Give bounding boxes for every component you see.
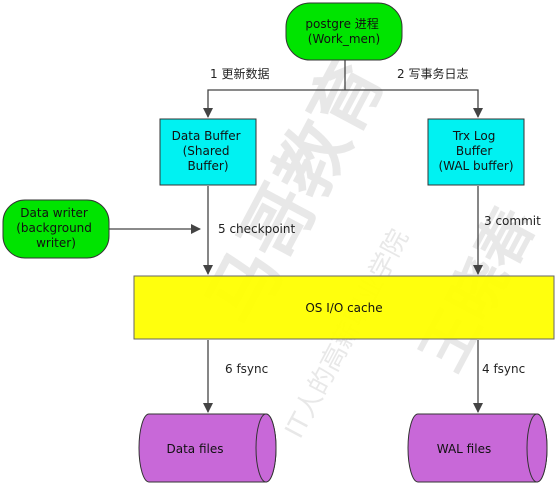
node-postgre-process-label: postgre 进程 (Work_men) xyxy=(305,16,382,46)
edge-label-fsync-wal: 4 fsync xyxy=(482,362,525,376)
edge-label-fsync-data: 6 fsync xyxy=(225,362,268,376)
node-data-buffer-line-2: (Shared xyxy=(183,144,230,158)
node-data-writer-line-1: Data writer xyxy=(20,206,88,220)
edge-label-update-data: 1 更新数据 xyxy=(210,66,269,81)
watermark: 马哥教育 IT人的高薪职业学院 王晓春 xyxy=(191,44,549,443)
edges xyxy=(109,60,483,413)
node-wal-files: WAL files xyxy=(407,413,548,483)
node-postgre-process: postgre 进程 (Work_men) xyxy=(285,2,403,61)
node-trx-log-buffer-line-3: (WAL buffer) xyxy=(438,159,513,173)
node-wal-files-end xyxy=(526,413,548,483)
edge-label-checkpoint: 5 checkpoint xyxy=(218,222,295,236)
node-trx-log-buffer-label: Trx Log Buffer (WAL buffer) xyxy=(438,129,513,173)
node-os-io-cache-shape xyxy=(133,275,555,340)
node-os-io-cache-label: OS I/O cache xyxy=(305,301,382,315)
edge-to-trx-log-buffer xyxy=(345,89,483,118)
node-data-files: Data files xyxy=(138,413,277,483)
node-os-io-cache: OS I/O cache xyxy=(133,275,555,340)
node-data-writer-label: Data writer (background writer) xyxy=(16,206,95,250)
node-trx-log-buffer-shape xyxy=(427,118,525,186)
node-trx-log-buffer: Trx Log Buffer (WAL buffer) xyxy=(427,118,525,186)
node-data-buffer-label: Data Buffer (Shared Buffer) xyxy=(172,129,245,173)
node-data-files-end xyxy=(255,413,277,483)
edge-to-data-buffer xyxy=(203,89,345,118)
edge-label-commit: 3 commit xyxy=(484,214,541,228)
node-data-files-label: Data files xyxy=(167,442,224,456)
node-data-writer-line-2: (background xyxy=(16,221,92,235)
edge-label-write-log: 2 写事务日志 xyxy=(397,66,468,81)
node-data-buffer-line-3: Buffer) xyxy=(187,159,228,173)
node-data-buffer: Data Buffer (Shared Buffer) xyxy=(159,118,257,186)
node-data-writer: Data writer (background writer) xyxy=(2,199,110,259)
node-postgre-process-shape xyxy=(285,2,403,61)
node-data-writer-line-3: writer) xyxy=(36,236,76,250)
node-postgre-process-line-2: (Work_men) xyxy=(308,32,380,46)
node-trx-log-buffer-line-2: Buffer xyxy=(456,144,492,158)
node-data-writer-shape xyxy=(2,199,110,259)
node-wal-files-label: WAL files xyxy=(437,442,491,456)
node-data-buffer-line-1: Data Buffer xyxy=(172,129,241,143)
node-trx-log-buffer-line-1: Trx Log xyxy=(452,129,496,143)
edge-labels: 1 更新数据 2 写事务日志 5 checkpoint 3 commit 6 f… xyxy=(210,66,541,376)
node-postgre-process-line-1: postgre 进程 xyxy=(305,16,378,31)
node-data-buffer-shape xyxy=(159,118,257,186)
